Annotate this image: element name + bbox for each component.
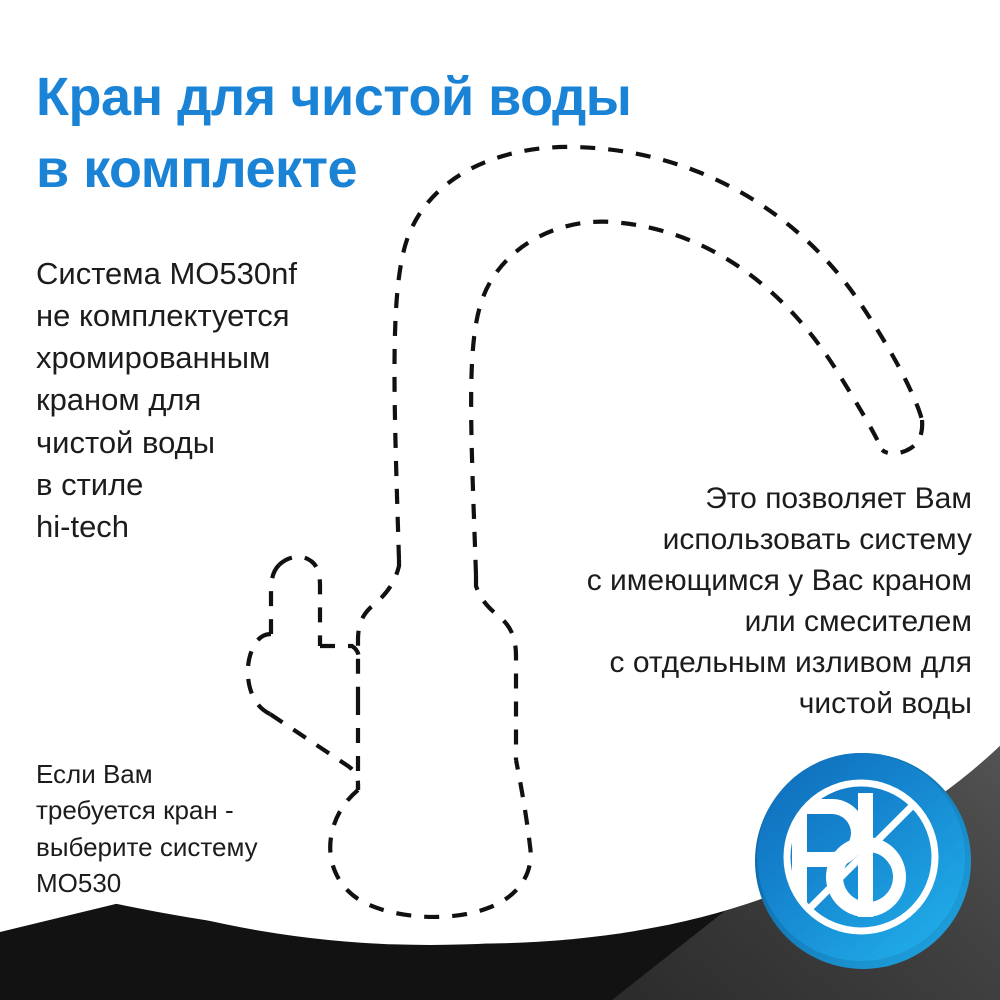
body-left-shoulder xyxy=(355,560,402,700)
left-description-text: Система MO530nf не комплектуется хромиро… xyxy=(36,256,297,544)
no-lead-pb-badge-icon xyxy=(755,753,971,969)
badge-prohibition-slash xyxy=(806,802,916,912)
right-description-text: Это позволяет Вам использовать систему с… xyxy=(586,482,972,721)
handle-left-flare xyxy=(245,631,272,716)
handle-top-bar xyxy=(320,643,361,663)
bottom-note-text: Если Вам требуется кран - выберите систе… xyxy=(36,759,258,899)
spout-tip xyxy=(880,419,925,456)
handle-lever-left xyxy=(268,563,281,634)
page-title: Кран для чистой воды в комплекте xyxy=(36,67,632,199)
badge-prohibition-ring xyxy=(783,779,939,935)
handle-lever-top xyxy=(277,554,323,646)
